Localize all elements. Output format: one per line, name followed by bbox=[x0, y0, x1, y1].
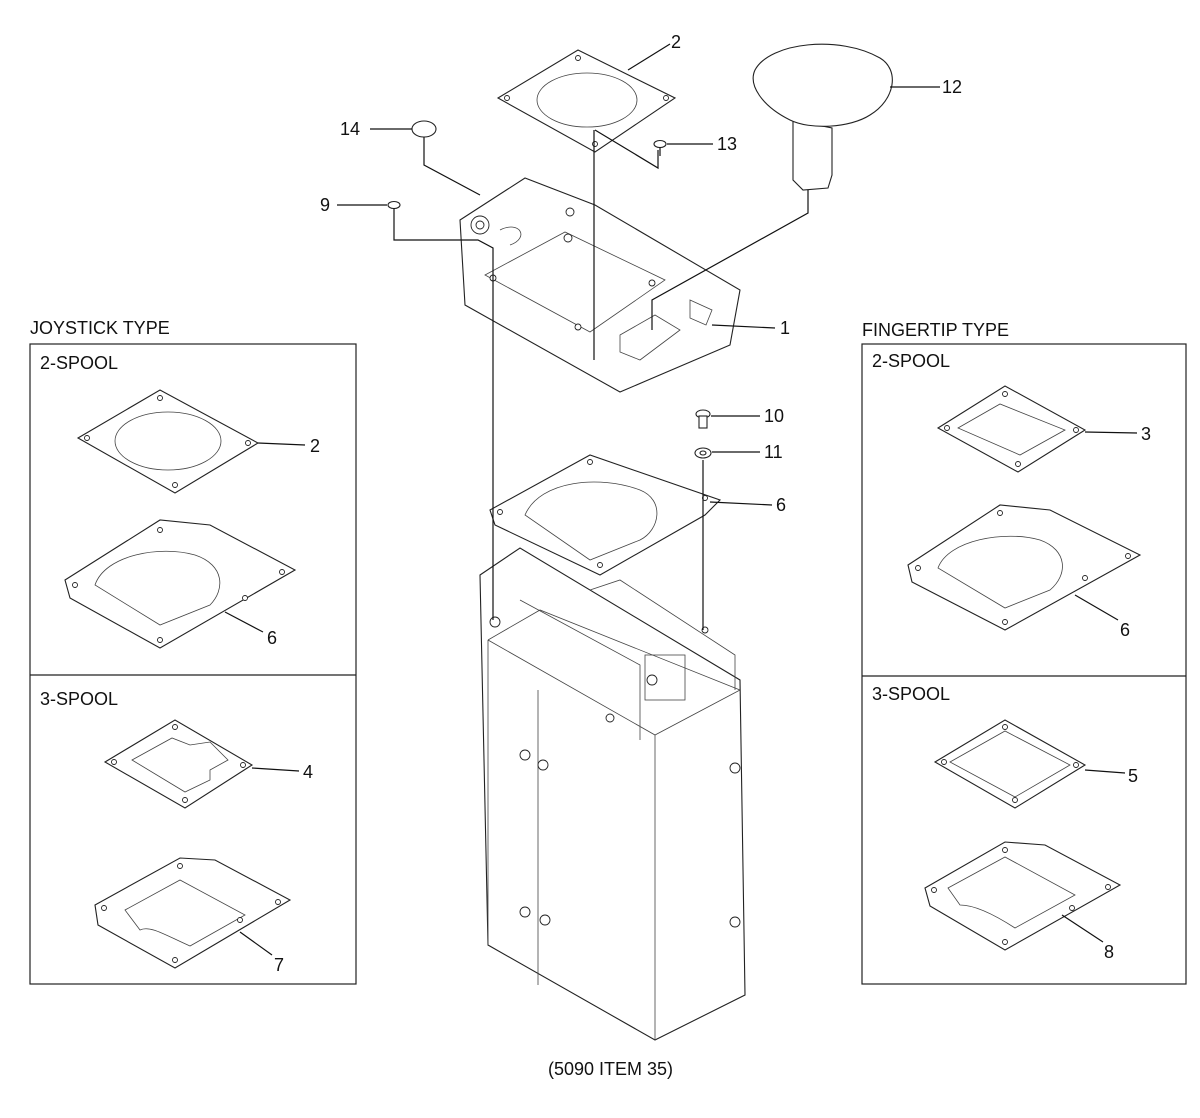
fingertip-callout-5: 5 bbox=[1128, 766, 1138, 786]
joystick-callout-4: 4 bbox=[303, 762, 313, 782]
fingertip-panel bbox=[861, 343, 1187, 985]
fingertip-plate-8 bbox=[924, 841, 1122, 951]
callout-10: 10 bbox=[764, 406, 784, 426]
fingertip-callout-6: 6 bbox=[1120, 620, 1130, 640]
fingertip-plate-6 bbox=[907, 504, 1142, 631]
joystick-3-spool-label: 3-SPOOL bbox=[40, 689, 118, 709]
fingertip-callout-3: 3 bbox=[1141, 424, 1151, 444]
washer-11 bbox=[694, 447, 712, 459]
callout-13: 13 bbox=[717, 134, 737, 154]
callout-2-top: 2 bbox=[671, 32, 681, 52]
cover-1 bbox=[459, 177, 741, 393]
fingertip-plate-5 bbox=[933, 719, 1126, 809]
fingertip-plate-3 bbox=[936, 385, 1138, 473]
plate-2-top bbox=[496, 49, 677, 153]
lower-housing bbox=[479, 547, 746, 1041]
joystick-callout-6: 6 bbox=[267, 628, 277, 648]
fingertip-panel-title: FINGERTIP TYPE bbox=[862, 320, 1009, 340]
joystick-2-spool-label: 2-SPOOL bbox=[40, 353, 118, 373]
callout-1: 1 bbox=[780, 318, 790, 338]
bolt-10 bbox=[695, 409, 711, 429]
callout-12: 12 bbox=[942, 77, 962, 97]
joystick-plate-2 bbox=[76, 389, 306, 494]
figure-caption: (5090 ITEM 35) bbox=[548, 1059, 673, 1079]
assembly-lines bbox=[393, 129, 809, 630]
joystick-callout-2: 2 bbox=[310, 436, 320, 456]
joystick-plate-6 bbox=[64, 519, 297, 649]
callout-leaders bbox=[337, 43, 940, 506]
callout-11: 11 bbox=[764, 442, 783, 462]
joystick-panel-title: JOYSTICK TYPE bbox=[30, 318, 170, 338]
screw-9 bbox=[387, 200, 401, 215]
callout-14: 14 bbox=[340, 119, 360, 139]
fingertip-3-spool-label: 3-SPOOL bbox=[872, 684, 950, 704]
screw-13 bbox=[653, 139, 667, 156]
knob-12 bbox=[752, 43, 893, 191]
callout-6-center: 6 bbox=[776, 495, 786, 515]
callout-9: 9 bbox=[320, 195, 330, 215]
joystick-plate-7 bbox=[94, 857, 292, 969]
fingertip-callout-8: 8 bbox=[1104, 942, 1114, 962]
joystick-panel bbox=[29, 343, 357, 985]
joystick-plate-4 bbox=[103, 719, 300, 809]
joystick-callout-7: 7 bbox=[274, 955, 284, 975]
cap-14 bbox=[411, 120, 437, 138]
fingertip-2-spool-label: 2-SPOOL bbox=[872, 351, 950, 371]
